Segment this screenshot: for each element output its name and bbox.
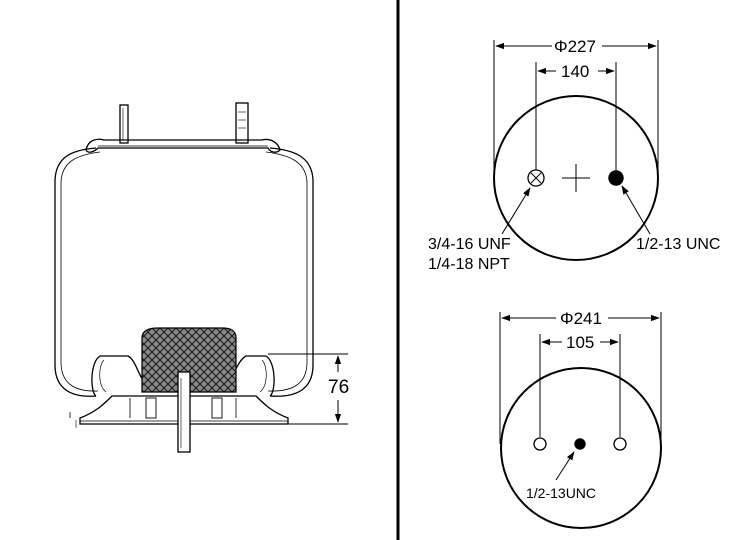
top-plate-view <box>493 40 659 261</box>
top-right-stud-hole <box>608 170 624 186</box>
height-dim-label: 76 <box>328 377 349 398</box>
air-port-thread-label: 3/4-16 UNF <box>428 236 511 253</box>
bottom-plate-diameter-label: Φ241 <box>560 309 602 328</box>
internal-bumper <box>141 327 237 393</box>
bottom-plate-spacing-label: 105 <box>566 333 594 352</box>
bottom-right-hole <box>613 437 627 451</box>
bottom-stud-thread-label: 1/2-13UNC <box>526 485 596 501</box>
top-bead-plate <box>85 138 281 153</box>
top-plate-diameter-label: Φ227 <box>554 37 596 56</box>
top-stud-left <box>119 104 129 144</box>
air-port-npt-label: 1/4-18 NPT <box>428 256 510 273</box>
bottom-plate-outline <box>500 367 662 529</box>
top-stud-thread-label: 1/2-13 UNC <box>636 236 720 253</box>
top-stud-right <box>235 102 249 144</box>
rubber-bellows <box>54 147 314 397</box>
height-dimension <box>268 353 348 425</box>
bottom-left-hole <box>533 437 547 451</box>
air-port-fitting <box>527 169 545 187</box>
bottom-plate-view <box>499 312 662 529</box>
air-spring-side-view <box>54 102 314 453</box>
bottom-center-stud-hole <box>574 438 586 450</box>
bottom-stud <box>177 371 191 453</box>
top-plate-spacing-label: 140 <box>561 62 589 81</box>
